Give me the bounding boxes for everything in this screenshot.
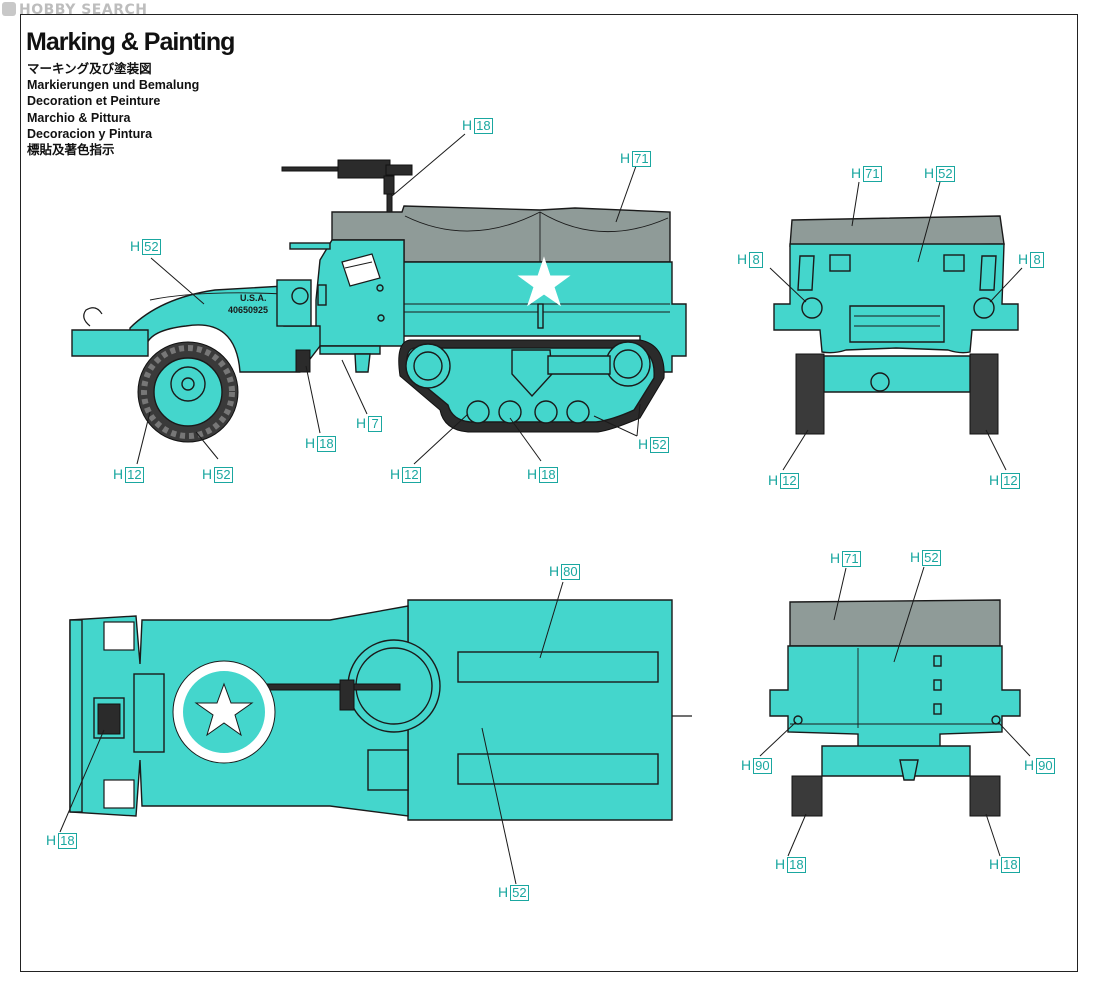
side-rear-body bbox=[401, 261, 687, 373]
callout-leader-lines bbox=[59, 133, 1031, 885]
side-axe bbox=[295, 349, 311, 373]
watermark-logo-icon bbox=[2, 2, 16, 16]
rear-canvas bbox=[789, 599, 1001, 647]
side-view: U.S.A. 40650925 bbox=[71, 159, 687, 443]
page-frame bbox=[20, 14, 1078, 972]
side-track bbox=[398, 339, 665, 433]
side-star-emblem bbox=[517, 256, 571, 307]
side-hood-marking-1: U.S.A. bbox=[240, 293, 267, 303]
subtitle-spanish: Decoracion y Pintura bbox=[27, 126, 153, 141]
rear-view bbox=[769, 599, 1021, 817]
subtitle-japanese: マーキング及び塗装図 bbox=[27, 62, 152, 76]
front-tire-right bbox=[969, 353, 999, 435]
side-hood-marking-2: 40650925 bbox=[228, 305, 268, 315]
front-view bbox=[773, 215, 1019, 435]
front-headlight-left bbox=[801, 297, 823, 319]
page-title: Marking & Painting bbox=[26, 28, 235, 56]
subtitle-list: マーキング及び塗装図 Markierungen und Bemalung Dec… bbox=[27, 61, 199, 158]
top-star-circle bbox=[173, 661, 275, 763]
side-front-wheel bbox=[137, 341, 239, 443]
front-tire-left bbox=[795, 353, 825, 435]
subtitle-chinese: 標貼及著色指示 bbox=[27, 143, 115, 158]
side-hood bbox=[129, 285, 321, 373]
subtitle-italian: Marchio & Pittura bbox=[27, 110, 131, 125]
top-star-emblem bbox=[194, 682, 254, 737]
side-front-bumper bbox=[71, 329, 149, 357]
side-machine-gun bbox=[281, 159, 413, 215]
top-view bbox=[69, 599, 692, 821]
side-cab bbox=[315, 239, 405, 347]
front-headlight-right bbox=[973, 297, 995, 319]
subtitle-french: Decoration et Peinture bbox=[27, 94, 161, 109]
front-canvas bbox=[789, 215, 1005, 247]
side-shovel bbox=[319, 345, 381, 355]
rear-track-left bbox=[791, 775, 823, 817]
rear-track-right bbox=[969, 775, 1001, 817]
top-rear-body bbox=[407, 599, 673, 821]
subtitle-german: Markierungen und Bemalung bbox=[27, 78, 200, 93]
